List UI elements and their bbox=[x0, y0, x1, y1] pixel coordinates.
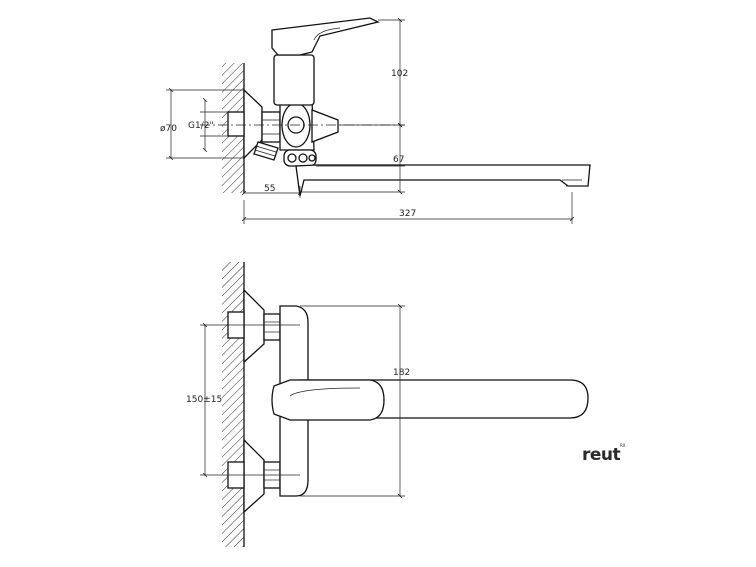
dim-thread-size: G1/2" bbox=[188, 121, 214, 131]
dim-clearance-55: 55 bbox=[264, 184, 275, 194]
logo-superscript: RX bbox=[620, 443, 626, 448]
front-view: 150±15 182 bbox=[186, 262, 589, 547]
wall-hatch-bottom bbox=[222, 262, 244, 547]
diverter-knob bbox=[311, 109, 339, 143]
inlet-pipe-top bbox=[227, 111, 245, 137]
flange-upper bbox=[243, 288, 265, 364]
dim-flange-diameter: ø70 bbox=[160, 124, 177, 134]
lever-handle-top bbox=[271, 17, 380, 56]
cartridge-column bbox=[273, 54, 315, 106]
logo-text: reut bbox=[582, 445, 621, 465]
spout-top bbox=[295, 164, 591, 197]
brand-logo: reut RX bbox=[582, 443, 626, 465]
lever-handle-front bbox=[271, 379, 385, 421]
dim-spout-67: 67 bbox=[393, 155, 404, 165]
dim-length-327: 327 bbox=[399, 209, 416, 219]
side-view: 102 67 55 327 ø70 G1/2" bbox=[160, 17, 591, 224]
dim-height-102: 102 bbox=[391, 69, 408, 79]
dim-inlet-spacing: 150±15 bbox=[186, 395, 222, 405]
dim-front-length-182: 182 bbox=[393, 368, 410, 378]
flange-lower bbox=[243, 438, 265, 514]
nut-top bbox=[261, 111, 281, 143]
